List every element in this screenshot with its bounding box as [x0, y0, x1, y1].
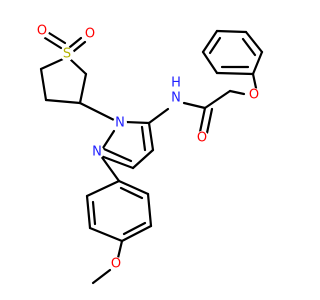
- atom-amide-o: O: [195, 131, 209, 146]
- bond-nh-c: [182, 101, 207, 110]
- oxygen-label: O: [197, 131, 207, 146]
- bond-aromatic-inner: [241, 37, 257, 57]
- atom-labels: S O O N N N H O O: [35, 24, 261, 272]
- bond-aromatic-inner: [122, 221, 147, 236]
- bond-s-o-double: [43, 36, 63, 50]
- bond-aromatic: [215, 29, 248, 34]
- chemical-structure: S O O N N N H O O: [35, 24, 264, 285]
- bond-aromatic-inner: [208, 36, 222, 55]
- nitrogen-label: N: [115, 116, 125, 131]
- bond-c-n: [124, 120, 151, 125]
- bond-aromatic: [146, 192, 153, 228]
- atom-sulfone-o2: O: [83, 27, 97, 42]
- atom-pyrazole-n2: N: [90, 145, 104, 160]
- bond-c-c: [131, 148, 155, 170]
- bond-c-o: [228, 89, 246, 96]
- bond-c-o-double: [198, 106, 207, 134]
- bond-c-c: [39, 67, 48, 102]
- bonds: [39, 29, 264, 285]
- oxygen-label: O: [85, 27, 95, 42]
- bond-c-nh: [147, 107, 170, 125]
- bond-c-c: [78, 72, 88, 105]
- bond-c-o-double: [205, 107, 214, 135]
- bond-c-c: [99, 154, 121, 183]
- bond-aromatic: [215, 71, 255, 76]
- atom-sulfone-o1: O: [35, 24, 49, 39]
- bond-s-o-double: [72, 40, 87, 53]
- bond-s-o-double: [68, 36, 83, 49]
- oxygen-label: O: [249, 88, 259, 103]
- bond-aromatic: [251, 50, 264, 76]
- atom-methoxy-o: O: [109, 257, 123, 272]
- bond-c-c: [44, 98, 82, 105]
- bond-aromatic: [88, 226, 124, 243]
- bond-n-n: [101, 129, 116, 150]
- bond-aromatic-inner: [91, 200, 97, 226]
- sulfur-label: S: [63, 47, 71, 62]
- bond-aromatic: [201, 50, 219, 75]
- bond-aromatic: [244, 30, 264, 54]
- oxygen-label: O: [111, 257, 121, 272]
- bond-c-c-double: [147, 121, 155, 152]
- oxygen-label: O: [37, 24, 47, 39]
- bond-o-c: [251, 72, 258, 90]
- hydrogen-label: H: [171, 76, 181, 91]
- bond-c-s: [69, 58, 88, 76]
- nitrogen-label: N: [92, 145, 102, 160]
- bond-aromatic: [117, 179, 150, 196]
- bond-s-c: [39, 57, 65, 71]
- bond-c-n: [78, 101, 118, 123]
- bond-c-o: [116, 239, 124, 260]
- bond-c-c: [203, 89, 232, 110]
- bond-aromatic: [201, 29, 219, 54]
- bond-n-c-double: [102, 147, 133, 163]
- bond-aromatic-inner: [119, 186, 144, 200]
- bond-aromatic: [85, 194, 92, 230]
- atom-sulfone-s: S: [60, 47, 74, 62]
- nitrogen-label: N: [171, 91, 181, 106]
- bond-n-c-double: [99, 154, 135, 170]
- atom-ether-o: O: [247, 88, 261, 103]
- bond-aromatic: [85, 179, 121, 198]
- bond-c-c-double: [140, 125, 147, 152]
- bond-o-c: [91, 268, 112, 285]
- atom-amide-nh: N H: [169, 76, 183, 106]
- bond-aromatic: [120, 224, 153, 243]
- atom-pyrazole-n1: N: [113, 116, 127, 131]
- bond-s-o-double: [47, 31, 67, 45]
